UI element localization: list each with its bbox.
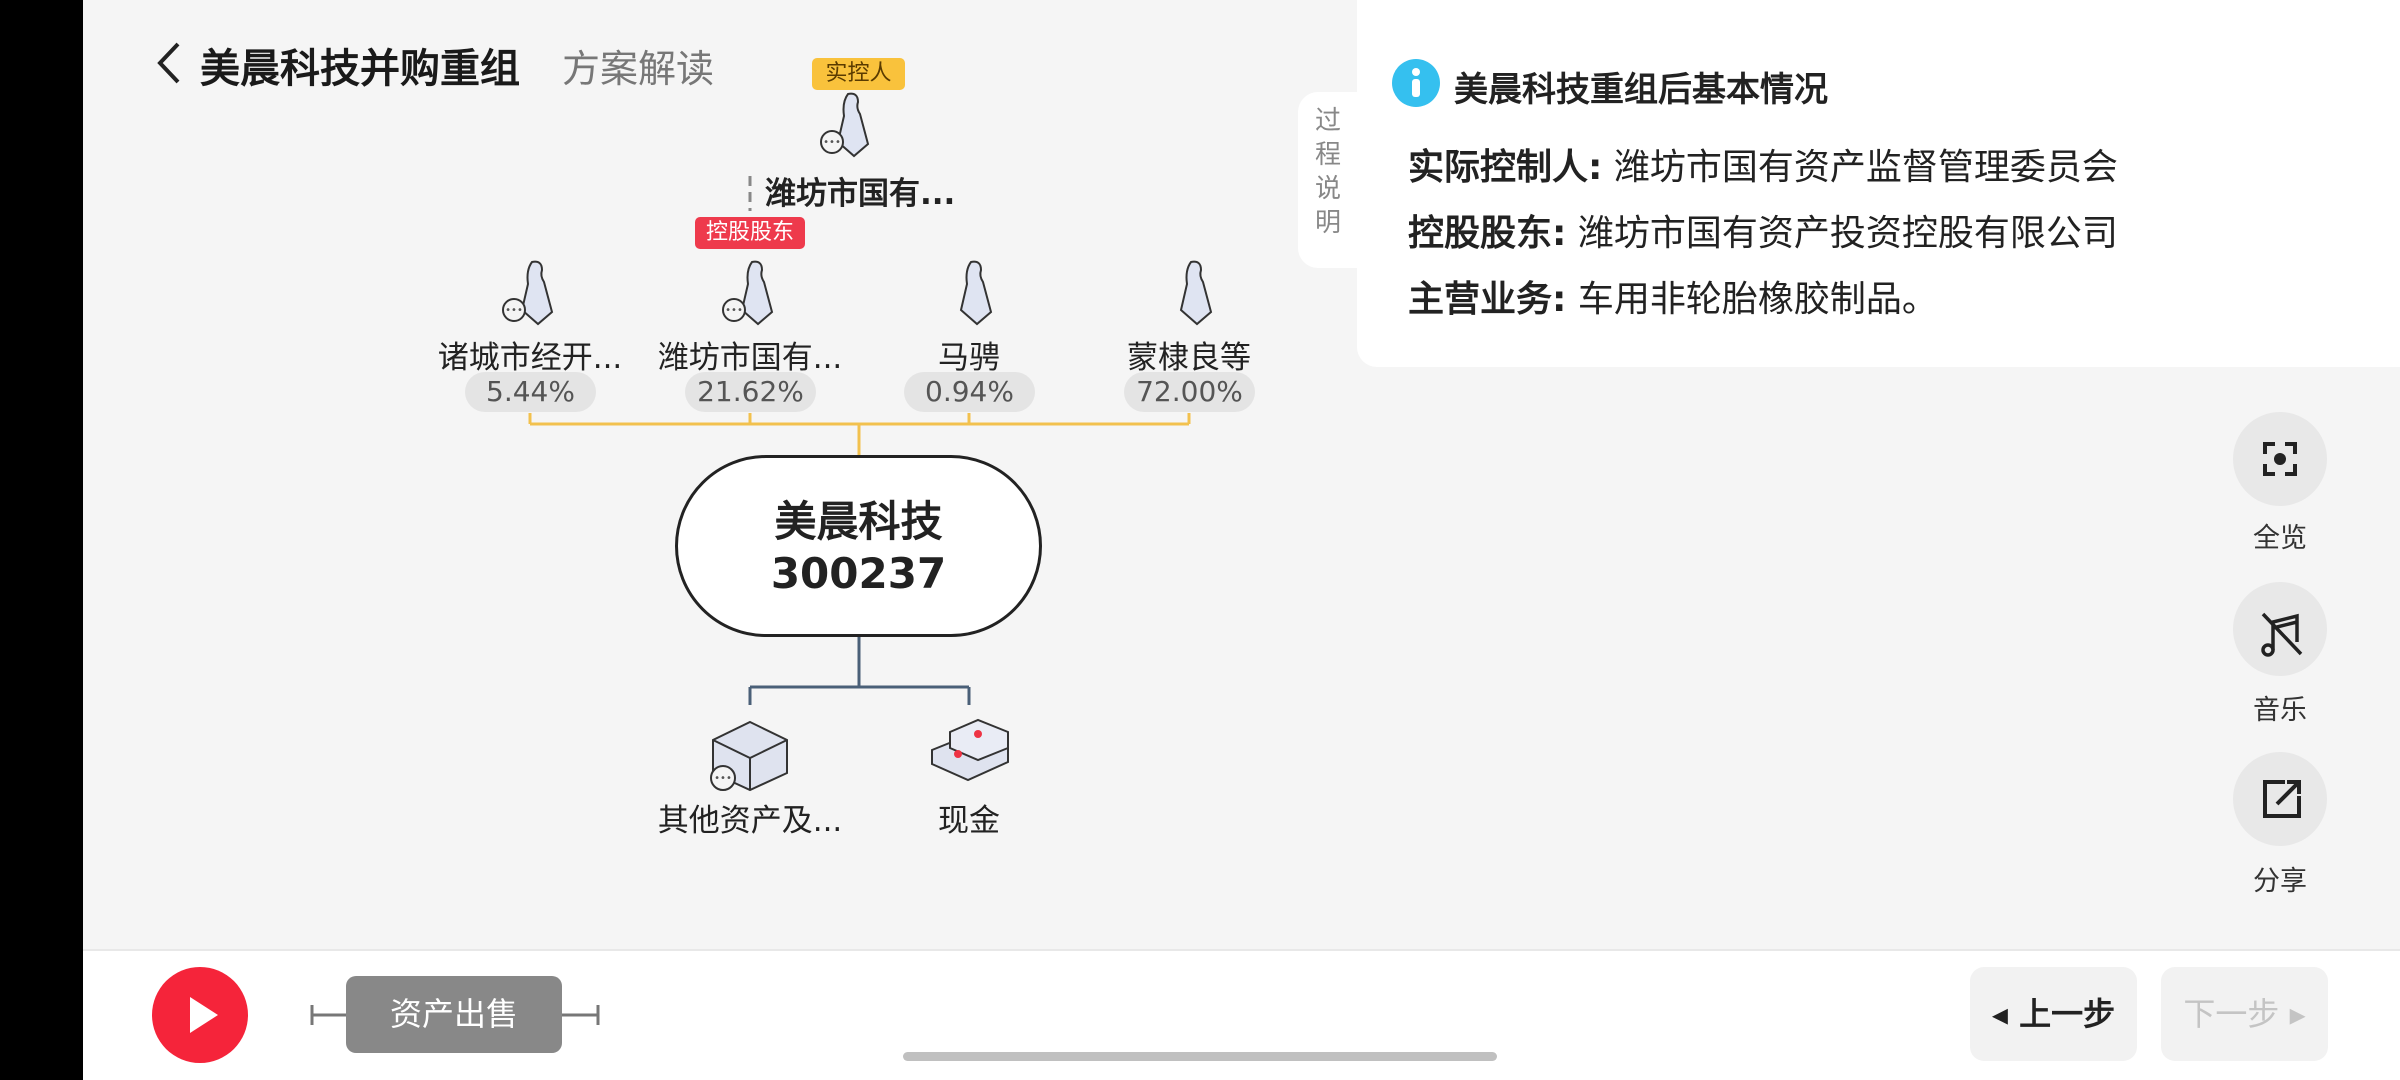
focus-frame-icon — [2263, 442, 2297, 476]
next-label: 下一步 — [2183, 995, 2280, 1033]
shareholder-name[interactable]: 潍坊市国有... — [657, 340, 843, 376]
overview-button[interactable] — [2233, 412, 2327, 506]
page-subtitle: 方案解读 — [562, 47, 715, 91]
play-icon — [190, 997, 218, 1033]
line-value: 潍坊市国有资产投资控股有限公司 — [1577, 213, 2118, 254]
company-name: 美晨科技 — [774, 497, 943, 546]
panel-title: 美晨科技重组后基本情况 — [1454, 70, 1828, 110]
back-chevron-icon[interactable] — [150, 38, 190, 88]
shareholder-name[interactable]: 诸城市经开... — [437, 340, 623, 376]
svg-text:•••: ••• — [714, 773, 732, 784]
shareholding-pill: 0.94% — [904, 372, 1035, 412]
person-icon[interactable]: ••• — [500, 258, 560, 328]
person-icon[interactable] — [1159, 258, 1219, 328]
line-label: 主营业务: — [1408, 279, 1567, 320]
music-label: 音乐 — [2253, 695, 2307, 726]
info-panel — [1357, 0, 2400, 367]
shareholding-pill: 21.62% — [685, 372, 816, 412]
cash-icon[interactable] — [928, 712, 1012, 787]
line-label: 控股股东: — [1408, 213, 1567, 254]
company-code: 300237 — [770, 549, 947, 598]
person-icon[interactable] — [939, 258, 999, 328]
process-explanation-tab[interactable]: 过程说明 — [1298, 92, 1358, 268]
asset-name: 其他资产及... — [657, 803, 843, 839]
music-button[interactable] — [2233, 582, 2327, 676]
overview-label: 全览 — [2253, 523, 2307, 554]
shareholding-pill: 5.44% — [465, 372, 596, 412]
share-label: 分享 — [2253, 866, 2307, 897]
line-value: 车用非轮胎橡胶制品。 — [1577, 279, 1938, 320]
info-icon — [1392, 59, 1440, 107]
info-line: 实际控制人: 潍坊市国有资产监督管理委员会 — [1408, 138, 2118, 190]
line-label: 实际控制人: — [1408, 147, 1603, 188]
asset-box-icon[interactable]: ••• — [705, 718, 795, 793]
prev-step-button[interactable]: ◂ 上一步 — [1970, 967, 2137, 1061]
controller-name[interactable]: 潍坊市国有... — [765, 176, 956, 212]
info-line: 主营业务: 车用非轮胎橡胶制品。 — [1408, 270, 1938, 322]
current-step-chip[interactable]: 资产出售 — [346, 976, 562, 1053]
svg-text:•••: ••• — [505, 305, 523, 316]
svg-text:•••: ••• — [823, 137, 841, 148]
company-node[interactable]: 美晨科技 300237 — [675, 455, 1042, 637]
prev-label: 上一步 — [2019, 995, 2116, 1033]
asset-name: 现金 — [938, 803, 1000, 839]
tab-label: 过程说明 — [1315, 106, 1342, 238]
shareholder-name[interactable]: 蒙棣良等 — [1127, 340, 1251, 376]
info-line: 控股股东: 潍坊市国有资产投资控股有限公司 — [1408, 204, 2118, 256]
holding-shareholder-badge: 控股股东 — [695, 217, 805, 249]
home-indicator — [903, 1052, 1497, 1061]
person-icon[interactable]: ••• — [720, 258, 780, 328]
shareholding-pill: 72.00% — [1124, 372, 1255, 412]
person-icon[interactable]: ••• — [818, 90, 878, 160]
line-value: 潍坊市国有资产监督管理委员会 — [1613, 147, 2118, 188]
music-off-icon — [2261, 612, 2303, 657]
shareholder-name[interactable]: 马骋 — [938, 340, 1000, 376]
play-button[interactable] — [152, 967, 248, 1063]
actual-controller-badge: 实控人 — [812, 58, 905, 90]
share-button[interactable] — [2233, 752, 2327, 846]
next-step-button[interactable]: 下一步 ▸ — [2161, 967, 2328, 1061]
connector-lines — [528, 176, 1191, 705]
share-icon — [2263, 780, 2301, 818]
page-title: 美晨科技并购重组 — [200, 46, 520, 92]
screen-edge — [0, 0, 83, 1080]
svg-text:•••: ••• — [725, 305, 743, 316]
